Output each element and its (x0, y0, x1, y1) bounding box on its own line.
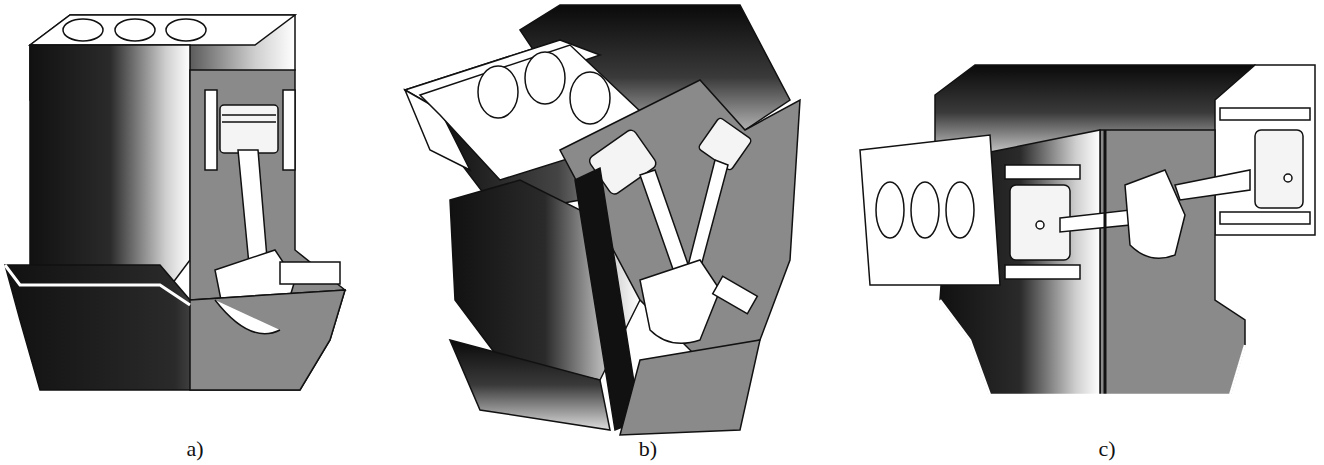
block-front (30, 45, 190, 300)
connecting-rod (1175, 170, 1250, 200)
figure-label: c) (1098, 438, 1115, 460)
inline-engine (5, 15, 345, 390)
figure-label: b) (639, 438, 657, 460)
bore (946, 182, 974, 238)
figure-label: a) (186, 438, 203, 460)
crank-journal (280, 262, 340, 284)
connecting-rod (688, 160, 728, 270)
cylinder-wall (1220, 212, 1310, 224)
crankcase-split (1104, 130, 1107, 395)
bore (525, 52, 565, 104)
cylinder-wall (1220, 108, 1310, 120)
piston-ring (222, 114, 276, 116)
bore (876, 182, 904, 238)
piston (698, 117, 753, 171)
v-engine (405, 5, 800, 435)
bore (570, 72, 610, 124)
pan-flange (940, 300, 1245, 395)
bore (911, 182, 939, 238)
deck-face (30, 15, 295, 45)
cutaway-section (620, 340, 760, 435)
cutaway-section (1100, 130, 1245, 395)
right-bank (1215, 65, 1315, 235)
opposed-engine (860, 65, 1315, 395)
oil-pan (5, 265, 345, 390)
crankshaft (640, 260, 720, 343)
bore (63, 19, 103, 41)
piston-pin (1036, 221, 1044, 229)
cylinder-wall (1005, 265, 1080, 279)
crank-journal (713, 276, 758, 313)
bore (478, 66, 518, 118)
bore (166, 19, 206, 41)
pan-flange (5, 265, 190, 305)
cutaway-section (190, 290, 345, 390)
piston (220, 105, 278, 153)
bore (115, 19, 155, 41)
crankshaft (1125, 170, 1185, 258)
piston (1255, 130, 1303, 208)
connecting-rod (1060, 210, 1130, 232)
cylinder-wall (283, 90, 295, 170)
piston-ring (222, 121, 276, 123)
cylinder-wall (205, 90, 217, 170)
crankshaft (215, 300, 280, 334)
connecting-rod (640, 170, 690, 275)
piston-pin (1284, 174, 1292, 182)
oil-pan (450, 340, 610, 430)
left-bank (860, 135, 1000, 285)
cylinder-wall (1005, 165, 1080, 179)
